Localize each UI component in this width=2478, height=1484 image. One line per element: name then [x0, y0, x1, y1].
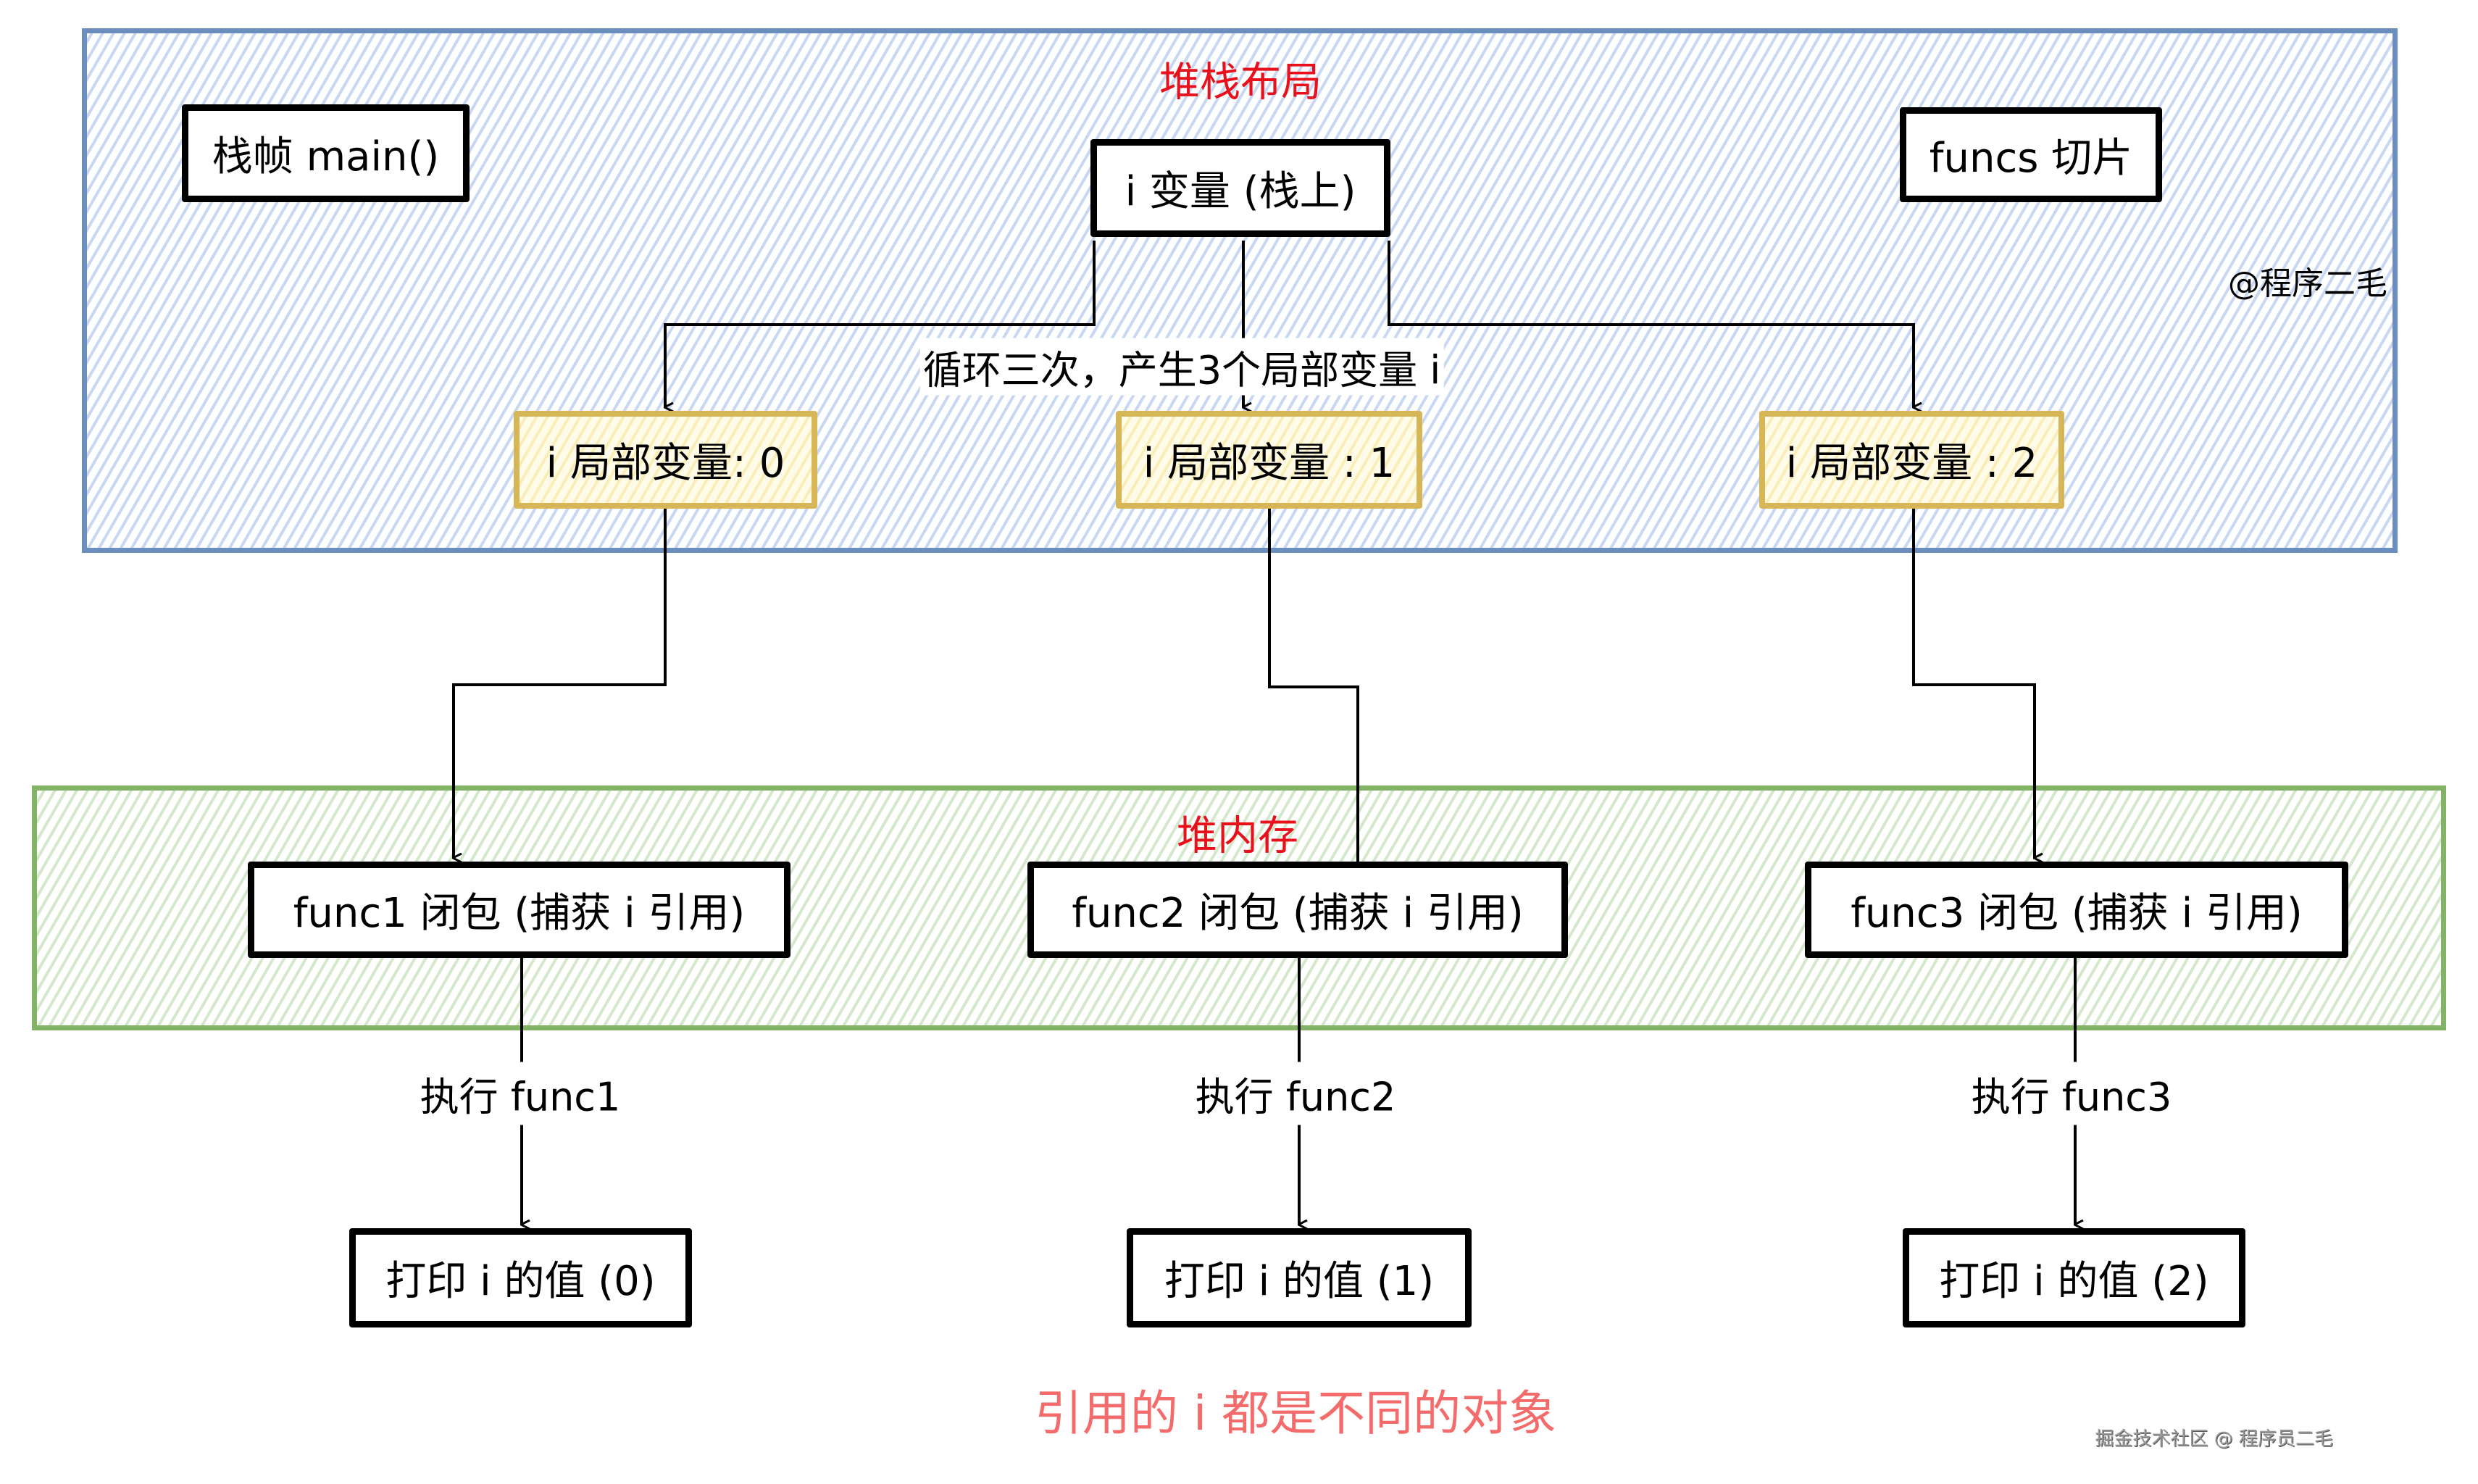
print-result-box-2: 打印 i 的值 (2)	[1903, 1228, 2245, 1327]
print-result-label: 打印 i 的值 (0)	[385, 1258, 656, 1305]
print-result-label: 打印 i 的值 (1)	[1164, 1258, 1435, 1305]
funcs-slice-box: funcs 切片	[1900, 107, 2162, 202]
heap-memory-title: 堆内存	[1177, 812, 1298, 860]
stack-frame-main-label: 栈帧 main()	[212, 133, 440, 180]
edge-local-1-to-func2	[1268, 509, 1358, 871]
print-result-box-1: 打印 i 的值 (1)	[1127, 1228, 1472, 1327]
local-variable-box-2: i 局部变量 : 2	[1759, 411, 2064, 509]
closure-box-func3: func3 闭包 (捕获 i 引用)	[1805, 862, 2348, 958]
edge-var-to-local-2	[1388, 241, 1914, 407]
local-variable-box-0: i 局部变量: 0	[514, 411, 817, 509]
i-variable-label: i 变量 (栈上)	[1125, 168, 1356, 215]
edge-local-2-to-func3	[1912, 509, 2035, 858]
i-variable-box: i 变量 (栈上)	[1090, 139, 1390, 237]
local-variable-box-1: i 局部变量 : 1	[1116, 411, 1422, 509]
author-credit: @程序二毛	[2228, 265, 2387, 302]
closure-label: func3 闭包 (捕获 i 引用)	[1851, 890, 2303, 937]
edge-var-to-local-0	[664, 241, 1096, 407]
closure-label: func1 闭包 (捕获 i 引用)	[293, 890, 746, 937]
closure-box-func1: func1 闭包 (捕获 i 引用)	[248, 862, 790, 958]
execute-label-func1: 执行 func1	[415, 1062, 625, 1125]
local-variable-label: i 局部变量: 0	[546, 440, 785, 487]
watermark: 掘金技术社区 @ 程序员二毛	[2095, 1428, 2333, 1450]
funcs-slice-label: funcs 切片	[1929, 135, 2133, 182]
closure-label: func2 闭包 (捕获 i 引用)	[1072, 890, 1524, 937]
local-variable-label: i 局部变量 : 1	[1143, 440, 1396, 487]
closure-box-func2: func2 闭包 (捕获 i 引用)	[1027, 862, 1568, 958]
print-result-label: 打印 i 的值 (2)	[1939, 1258, 2209, 1305]
stack-layout-title: 堆栈布局	[1159, 59, 1322, 107]
loop-note: 循环三次，产生3个局部变量 i	[919, 338, 1444, 396]
print-result-box-0: 打印 i 的值 (0)	[349, 1228, 692, 1327]
conclusion-text: 引用的 i 都是不同的对象	[1034, 1385, 1557, 1441]
stack-frame-main-box: 栈帧 main()	[182, 104, 470, 202]
execute-label-func3: 执行 func3	[1966, 1062, 2177, 1125]
execute-label-func2: 执行 func2	[1190, 1062, 1401, 1125]
local-variable-label: i 局部变量 : 2	[1785, 440, 2038, 487]
edge-local-0-to-func1	[452, 509, 667, 858]
